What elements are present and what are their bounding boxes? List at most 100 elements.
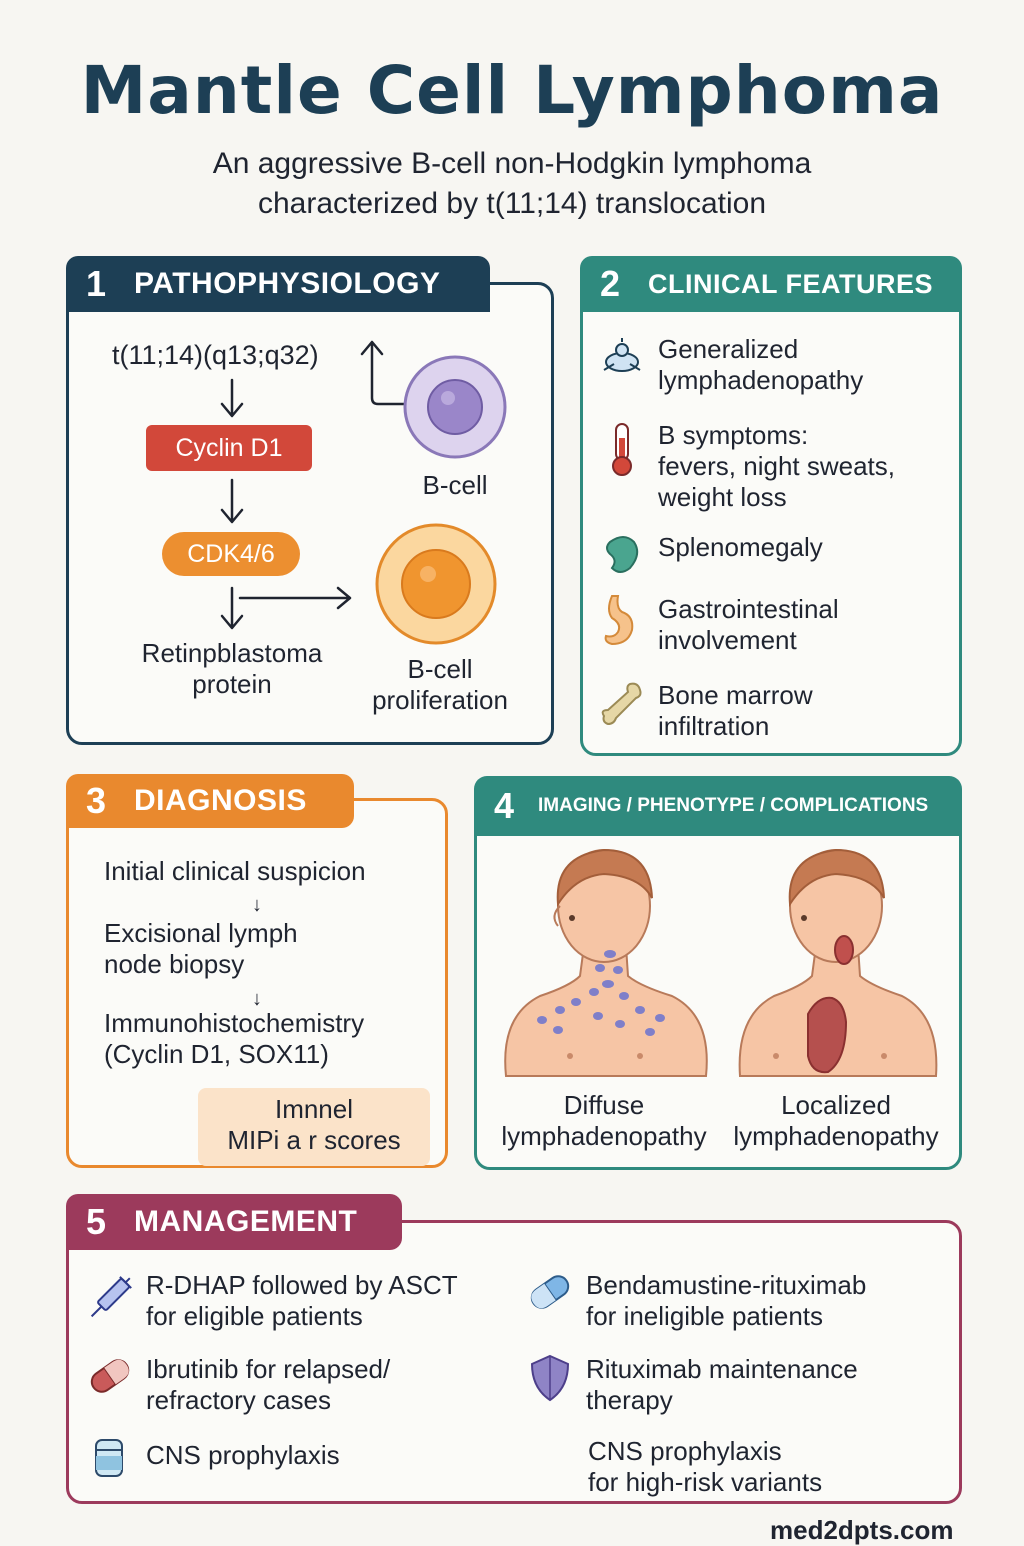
rb-protein-label: Retinpblastoma protein — [112, 638, 352, 700]
imaging-card — [474, 776, 962, 1170]
section-number: 3 — [85, 780, 107, 821]
bone-icon — [601, 682, 642, 726]
diagnosis-step-2: Excisional lymph node biopsy — [104, 918, 298, 980]
clinical-item-line-2: infiltration — [658, 711, 770, 741]
clinical-item-line-1: Gastrointestinal — [658, 594, 839, 624]
diagnosis-step-3: Immunohistochemistry (Cyclin D1, SOX11) — [104, 1008, 364, 1070]
rb-line-1: Retinpblastoma — [141, 638, 323, 668]
b-cell-label: B-cell — [422, 470, 488, 500]
management-item-line-2: for high-risk variants — [588, 1467, 823, 1497]
management-item-line-1: CNS prophylaxis — [146, 1440, 340, 1470]
management-item: Rituximab maintenance therapy — [528, 1354, 858, 1416]
diagnosis-step-1: Initial clinical suspicion — [104, 856, 366, 886]
management-item-line-1: R-DHAP followed by ASCT — [146, 1270, 458, 1300]
clinical-item-line-2: lymphadenopathy — [658, 365, 864, 395]
clinical-item-line-3: weight loss — [658, 482, 787, 512]
management-item: R-DHAP followed by ASCT for eligible pat… — [88, 1270, 458, 1332]
diffuse-label: Diffuse lymphadenopathy — [488, 1090, 720, 1152]
section-number: 2 — [599, 263, 621, 304]
section-number: 4 — [493, 785, 515, 826]
diagnosis-header: 3 DIAGNOSIS — [66, 774, 354, 828]
diagnosis-step-3-line-2: (Cyclin D1, SOX11) — [104, 1039, 329, 1069]
clinical-item: Generalized lymphadenopathy — [600, 334, 863, 396]
capsule-blue-icon — [530, 1275, 570, 1309]
localized-figure — [738, 848, 938, 1077]
section-title: CLINICAL FEATURES — [648, 268, 933, 299]
arrow-cdk-to-rb — [220, 586, 244, 630]
management-item: Ibrutinib for relapsed/ refractory cases — [88, 1354, 390, 1416]
management-item-line-2: for eligible patients — [146, 1301, 363, 1331]
clinical-item-line-2: involvement — [658, 625, 797, 655]
clinical-features-card — [580, 282, 962, 756]
diagnosis-step-3-line-1: Immunohistochemistry — [104, 1008, 365, 1038]
spleen-icon — [606, 536, 639, 573]
diffuse-figure — [504, 848, 708, 1077]
management-item-line-2: therapy — [586, 1385, 673, 1415]
arrow-bcell-up — [360, 340, 406, 406]
management-item-line-2: for ineligible patients — [586, 1301, 824, 1331]
section-number: 1 — [85, 263, 107, 304]
diagnosis-step-2-line-1: Excisional lymph — [104, 918, 298, 948]
diagnosis-arrow-2: ↓ — [252, 988, 262, 1010]
section-number: 5 — [85, 1201, 107, 1242]
translocation-label: t(11;14)(q13;q32) — [112, 340, 319, 370]
localized-line-2: lymphadenopathy — [733, 1121, 939, 1151]
management-item: CNS prophylaxis — [88, 1436, 340, 1480]
management-item: Bendamustine-rituximab for ineligible pa… — [528, 1270, 866, 1332]
clinical-item-line-1: Generalized — [658, 334, 799, 364]
clinical-item: B symptoms: fevers, night sweats, weight… — [600, 420, 895, 513]
clinical-item-line-2: fevers, night sweats, — [658, 451, 895, 481]
section-title: DIAGNOSIS — [134, 784, 307, 817]
footer-watermark: med2dpts.com — [770, 1515, 954, 1545]
clinical-item: Bone marrow infiltration — [600, 680, 813, 742]
management-item-line-1: Rituximab maintenance — [586, 1354, 858, 1384]
management-item-line-1: Ibrutinib for relapsed/ — [146, 1354, 391, 1384]
diagnosis-step-2-line-2: node biopsy — [104, 949, 245, 979]
management-item: CNS prophylaxis for high-risk variants — [588, 1436, 822, 1498]
proliferating-cell-icon — [375, 523, 497, 645]
imaging-header: 4 IMAGING / PHENOTYPE / COMPLICATIONS — [474, 776, 962, 836]
pathophysiology-header: 1 PATHOPHYSIOLOGY — [66, 256, 490, 312]
clinical-features-header: 2 CLINICAL FEATURES — [580, 256, 962, 312]
subtitle-line-1: An aggressive B-cell non-Hodgkin lymphom… — [212, 147, 812, 180]
diffuse-line-1: Diffuse — [563, 1090, 645, 1120]
management-card — [66, 1220, 962, 1504]
stomach-icon — [604, 595, 634, 646]
proliferation-label: B-cell proliferation — [350, 654, 530, 716]
clinical-item-line-1: B symptoms: — [658, 420, 809, 450]
section-title: IMAGING / PHENOTYPE / COMPLICATIONS — [538, 795, 929, 816]
arrow-to-proliferation — [238, 586, 352, 610]
arrow-cyclin-to-cdk — [220, 478, 244, 524]
management-item-line-1: Bendamustine-rituximab — [586, 1270, 867, 1300]
management-header: 5 MANAGEMENT — [66, 1194, 402, 1250]
clinical-item: Splenomegaly — [600, 532, 823, 576]
vial-icon — [95, 1439, 123, 1477]
clinical-item-line-1: Bone marrow — [658, 680, 813, 710]
prolif-line-2: proliferation — [372, 685, 508, 715]
page-subtitle: An aggressive B-cell non-Hodgkin lymphom… — [0, 144, 1024, 224]
arrow-trans-to-cyclin — [220, 378, 244, 418]
diffuse-line-2: lymphadenopathy — [501, 1121, 707, 1151]
rb-line-2: protein — [192, 669, 272, 699]
subtitle-line-2: characterized by t(11;14) translocation — [257, 187, 767, 220]
thermometer-icon — [612, 423, 632, 476]
section-title: MANAGEMENT — [134, 1205, 358, 1238]
localized-line-1: Localized — [781, 1090, 891, 1120]
shield-icon — [530, 1354, 570, 1402]
page-title: Mantle Cell Lymphoma — [80, 52, 944, 129]
clinical-item-line-1: Splenomegaly — [658, 532, 823, 562]
capsule-red-icon — [90, 1359, 130, 1393]
score-line-2: MIPi a r scores — [227, 1125, 401, 1155]
management-item-line-1: CNS prophylaxis — [588, 1436, 782, 1466]
score-box: Imnnel MIPi a r scores — [198, 1088, 430, 1166]
b-cell-icon — [403, 355, 507, 459]
management-item-line-2: refractory cases — [146, 1385, 331, 1415]
prolif-line-1: B-cell — [407, 654, 473, 684]
score-line-1: Imnnel — [274, 1094, 354, 1124]
syringe-icon — [90, 1276, 132, 1318]
lymph-node-icon — [603, 338, 641, 372]
diagnosis-arrow-1: ↓ — [252, 894, 262, 916]
cyclin-d1-box: Cyclin D1 — [146, 425, 312, 471]
localized-label: Localized lymphadenopathy — [722, 1090, 950, 1152]
